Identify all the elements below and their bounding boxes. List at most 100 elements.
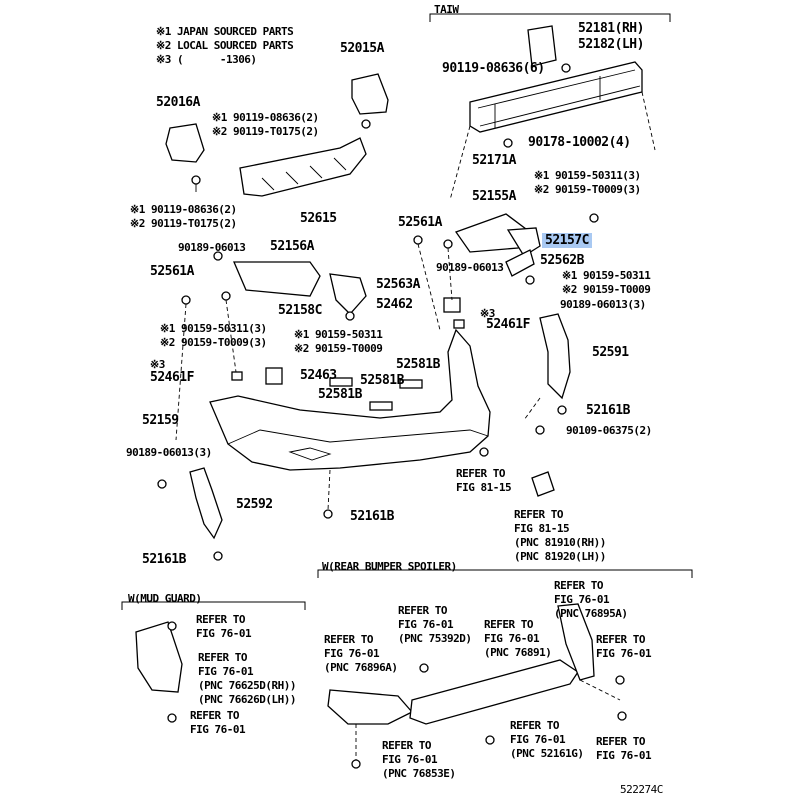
pad-52463	[265, 367, 283, 385]
part-52592[interactable]: 52592	[236, 497, 273, 512]
screw-90159-s	[525, 275, 535, 285]
part-52561A-right[interactable]: 52561A	[398, 215, 442, 230]
part-90119-b2[interactable]: ※2 90119-T0175(2)	[130, 217, 237, 230]
spoiler-76891	[409, 659, 579, 725]
part-52463[interactable]: 52463	[300, 368, 337, 383]
part-90159-s2[interactable]: ※2 90159-T0009	[562, 283, 651, 296]
part-90119-6[interactable]: 90119-08636(6)	[442, 61, 545, 76]
sp-ref-d-line3: (PNC 76895A)	[554, 607, 628, 620]
mg-ref-b-line1[interactable]: REFER TO	[198, 651, 247, 664]
part-90159-s1[interactable]: ※1 90159-50311	[562, 269, 651, 282]
part-90189-left[interactable]: 90189-06013	[178, 241, 246, 254]
part-52171A[interactable]: 52171A	[472, 153, 516, 168]
reflector-52581B-a	[329, 377, 353, 387]
mudguard-screw	[167, 713, 177, 723]
sp-ref-h-line2[interactable]: FIG 76-01	[596, 749, 652, 762]
part-90159-t1[interactable]: ※1 90159-50311(3)	[160, 322, 267, 335]
part-90189-3l[interactable]: 90189-06013(3)	[126, 446, 212, 459]
spoiler-section-bracket	[317, 569, 693, 578]
part-90159-u2[interactable]: ※2 90159-T0009	[294, 342, 383, 355]
spoiler-clip-right	[615, 675, 625, 685]
part-52155A[interactable]: 52155A	[472, 189, 516, 204]
sp-ref-d-line1[interactable]: REFER TO	[554, 579, 603, 592]
part-52161B-center[interactable]: 52161B	[350, 509, 394, 524]
spoiler-76896A	[327, 689, 414, 725]
part-52461F-right-mark: ※3	[480, 307, 495, 320]
refer-81-15-b-line4: (PNC 81920(LH))	[514, 550, 606, 563]
sp-ref-a-line3: (PNC 76896A)	[324, 661, 398, 674]
part-90119-a1[interactable]: ※1 90119-08636(2)	[212, 111, 319, 124]
screw-90189-l	[213, 251, 223, 261]
sp-ref-c-line3: (PNC 76891)	[484, 646, 552, 659]
part-90159-r1[interactable]: ※1 90159-50311(3)	[534, 169, 641, 182]
refer-81-15-a-line1[interactable]: REFER TO	[456, 467, 505, 480]
sp-ref-c-line1[interactable]: REFER TO	[484, 618, 533, 631]
part-90189-3r[interactable]: 90189-06013(3)	[560, 298, 646, 311]
part-52581B-top[interactable]: 52581B	[396, 357, 440, 372]
part-90119-b1[interactable]: ※1 90119-08636(2)	[130, 203, 237, 216]
sp-ref-c-line2[interactable]: FIG 76-01	[484, 632, 540, 645]
part-90159-u1[interactable]: ※1 90159-50311	[294, 328, 383, 341]
part-52615[interactable]: 52615	[300, 211, 337, 226]
part-52461F-left[interactable]: 52461F	[150, 370, 194, 385]
retainer-52562B	[505, 249, 535, 277]
part-52462[interactable]: 52462	[376, 297, 413, 312]
part-52591[interactable]: 52591	[592, 345, 629, 360]
part-52156A[interactable]: 52156A	[270, 239, 314, 254]
part-52157C-highlighted[interactable]: 52157C	[542, 233, 592, 248]
mg-ref-c-line2[interactable]: FIG 76-01	[190, 723, 246, 736]
part-52161B-left[interactable]: 52161B	[142, 552, 186, 567]
retainer-52563A	[329, 273, 367, 315]
part-90159-t2[interactable]: ※2 90159-T0009(3)	[160, 336, 267, 349]
part-90189-center[interactable]: 90189-06013	[436, 261, 504, 274]
sp-ref-f-line2[interactable]: FIG 76-01	[382, 753, 438, 766]
sp-ref-g-line1[interactable]: REFER TO	[510, 719, 559, 732]
retainer-52156A	[233, 261, 321, 297]
part-52581B-lower[interactable]: 52581B	[318, 387, 362, 402]
refer-81-15-a-line2[interactable]: FIG 81-15	[456, 481, 512, 494]
sp-ref-h-line1[interactable]: REFER TO	[596, 735, 645, 748]
part-52158C[interactable]: 52158C	[278, 303, 322, 318]
part-52181[interactable]: 52181(RH)	[578, 21, 644, 36]
sp-ref-b-line1[interactable]: REFER TO	[398, 604, 447, 617]
part-90159-r2[interactable]: ※2 90159-T0009(3)	[534, 183, 641, 196]
sp-ref-a-line2[interactable]: FIG 76-01	[324, 647, 380, 660]
part-52182[interactable]: 52182(LH)	[578, 37, 644, 52]
mg-ref-c-line1[interactable]: REFER TO	[190, 709, 239, 722]
sp-ref-g-line2[interactable]: FIG 76-01	[510, 733, 566, 746]
part-52461F-left-mark: ※3	[150, 358, 165, 371]
note-japan-sourced: ※1 JAPAN SOURCED PARTS	[156, 25, 294, 38]
mudguard-section-bracket	[121, 601, 306, 610]
bolt-52016A	[191, 175, 201, 185]
refer-81-15-b-line2[interactable]: FIG 81-15	[514, 522, 570, 535]
part-52581B-middle[interactable]: 52581B	[360, 373, 404, 388]
note-date-range: ※3 ( -1306)	[156, 53, 257, 66]
part-52562B[interactable]: 52562B	[540, 253, 584, 268]
part-52563A[interactable]: 52563A	[376, 277, 420, 292]
mg-ref-a-line2[interactable]: FIG 76-01	[196, 627, 252, 640]
refer-81-15-b-line1[interactable]: REFER TO	[514, 508, 563, 521]
part-90178[interactable]: 90178-10002(4)	[528, 135, 631, 150]
refer-81-15-b-line3: (PNC 81910(RH))	[514, 536, 606, 549]
mg-ref-a-line1[interactable]: REFER TO	[196, 613, 245, 626]
sp-ref-b-line2[interactable]: FIG 76-01	[398, 618, 454, 631]
sp-ref-e-line1[interactable]: REFER TO	[596, 633, 645, 646]
part-52015A[interactable]: 52015A	[340, 41, 384, 56]
reflector-52581B-c	[399, 379, 423, 389]
part-52159[interactable]: 52159	[142, 413, 179, 428]
sp-ref-a-line1[interactable]: REFER TO	[324, 633, 373, 646]
mg-ref-b-line4: (PNC 76626D(LH))	[198, 693, 296, 706]
part-52016A[interactable]: 52016A	[156, 95, 200, 110]
part-52561A-left[interactable]: 52561A	[150, 264, 194, 279]
pad-52462	[443, 297, 461, 313]
part-52161B-right[interactable]: 52161B	[586, 403, 630, 418]
part-52461F-right[interactable]: 52461F	[486, 317, 530, 332]
section-mud-guard: W(MUD GUARD)	[128, 592, 202, 605]
part-90109[interactable]: 90109-06375(2)	[566, 424, 652, 437]
mg-ref-b-line2[interactable]: FIG 76-01	[198, 665, 254, 678]
sp-ref-d-line2[interactable]: FIG 76-01	[554, 593, 610, 606]
part-90119-a2[interactable]: ※2 90119-T0175(2)	[212, 125, 319, 138]
sp-ref-f-line1[interactable]: REFER TO	[382, 739, 431, 752]
sp-ref-e-line2[interactable]: FIG 76-01	[596, 647, 652, 660]
